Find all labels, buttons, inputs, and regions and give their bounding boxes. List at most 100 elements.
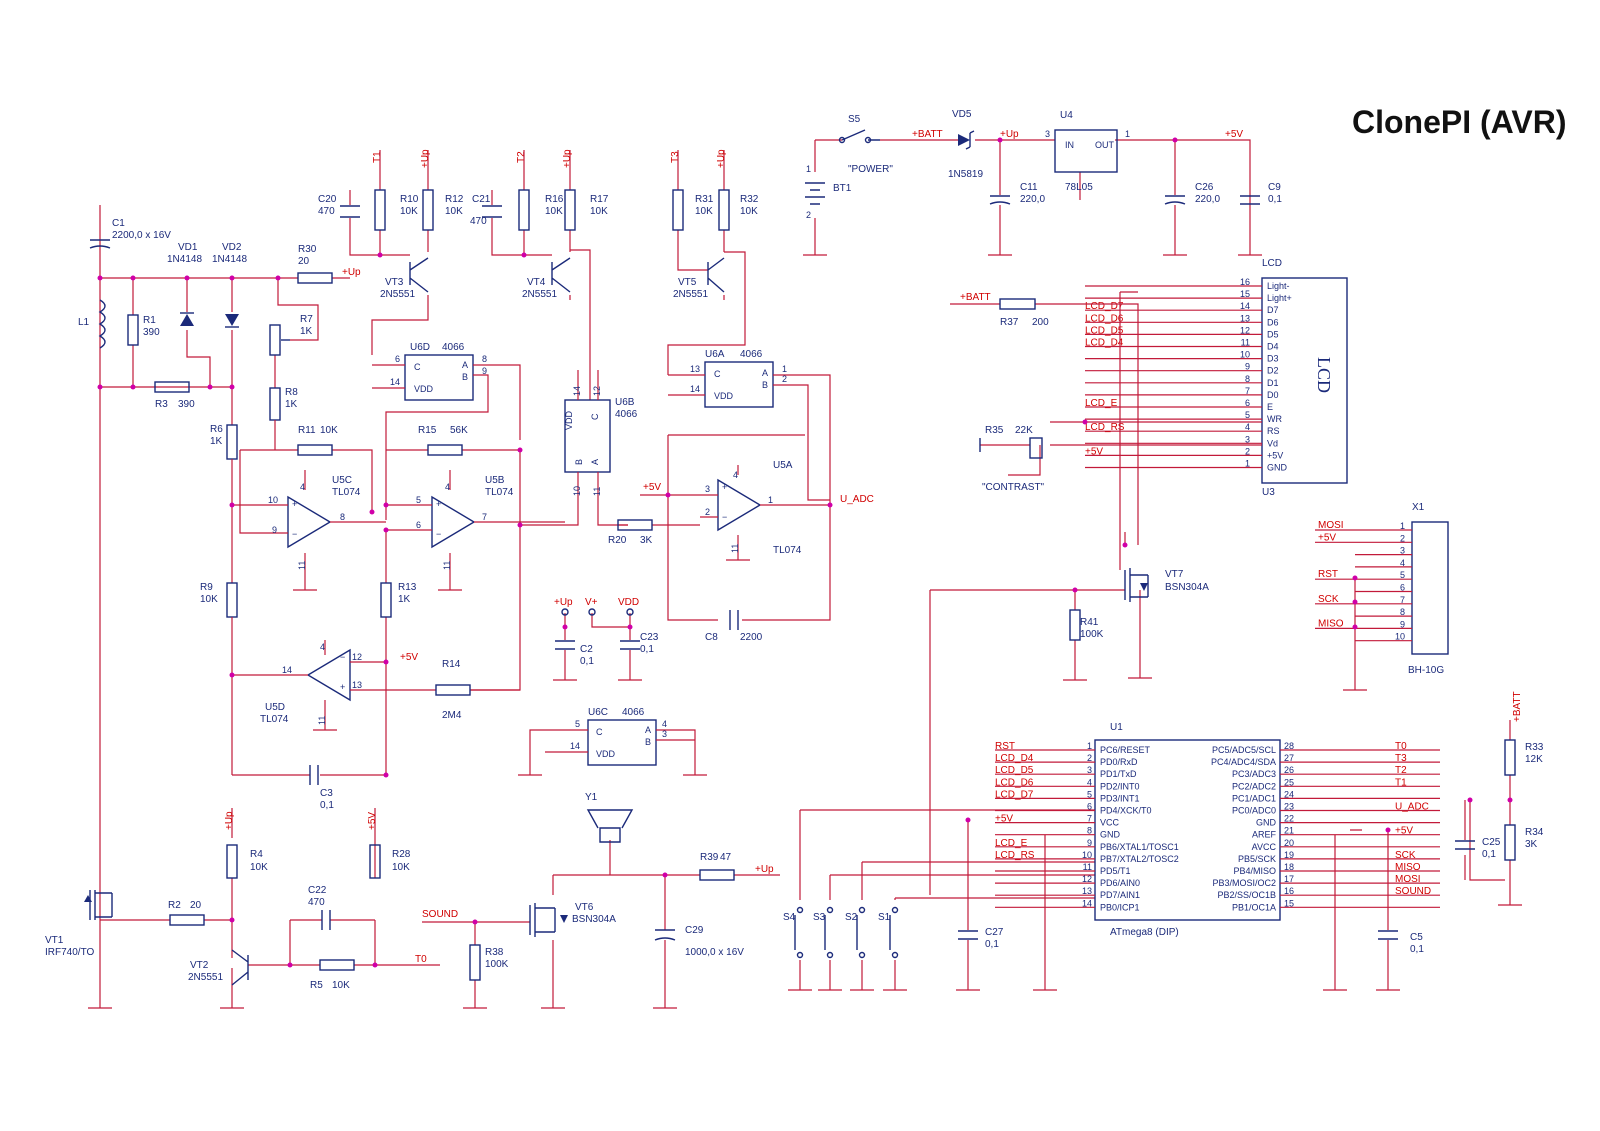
svg-text:0,1: 0,1 [320, 800, 334, 811]
svg-text:T3: T3 [670, 151, 681, 163]
lcd-pin-number: 16 [1240, 277, 1250, 287]
junction-dot [229, 917, 235, 923]
junction-dots [97, 137, 1513, 968]
lcd-pin-name: WR [1267, 414, 1282, 424]
svg-text:"CONTRAST": "CONTRAST" [982, 482, 1045, 493]
svg-text:13: 13 [690, 364, 700, 374]
x1-pin-number: 9 [1400, 619, 1405, 629]
svg-text:1N5819: 1N5819 [948, 169, 983, 180]
svg-text:100K: 100K [485, 959, 509, 970]
svg-text:5: 5 [575, 719, 580, 729]
u1-left-pin-number: 8 [1087, 826, 1092, 836]
svg-text:14: 14 [572, 386, 582, 396]
svg-text:10K: 10K [740, 206, 758, 217]
junction-dot [662, 872, 668, 878]
power-supply: S5 "POWER" BT1 1 2 +BATT VD5 1N5819 +Up … [805, 109, 1282, 255]
svg-text:−: − [340, 652, 345, 662]
lcd-pin-number: 5 [1245, 410, 1250, 420]
svg-text:390: 390 [178, 399, 195, 410]
svg-text:C9: C9 [1268, 182, 1281, 193]
u1-left-pin-name: PD1/TxD [1100, 769, 1137, 779]
svg-text:3K: 3K [1525, 839, 1538, 850]
junction-dot [97, 275, 103, 281]
u1-left-pin-name: PB6/XTAL1/TOSC1 [1100, 842, 1179, 852]
svg-text:B: B [462, 372, 468, 382]
u1-right-pin-name: AREF [1252, 830, 1277, 840]
svg-text:+BATT: +BATT [912, 129, 943, 140]
u6c-switch: U6C 4066 C VDD A B 5 14 4 3 [529, 707, 696, 775]
svg-text:TL074: TL074 [773, 545, 802, 556]
u1-right-pin-number: 24 [1284, 789, 1294, 799]
svg-text:4066: 4066 [442, 342, 465, 353]
svg-text:4: 4 [445, 482, 450, 492]
u1-right-net-label: +5V [1395, 826, 1413, 837]
lcd-pin-name: D3 [1267, 354, 1279, 364]
svg-text:VT5: VT5 [678, 277, 697, 288]
svg-text:470: 470 [470, 216, 487, 227]
junction-dot [369, 509, 375, 515]
svg-text:+Up: +Up [562, 149, 573, 168]
svg-text:U5C: U5C [332, 475, 352, 486]
svg-text:9: 9 [482, 366, 487, 376]
vd2-diode: VD2 1N4148 [212, 242, 247, 425]
svg-text:390: 390 [143, 327, 160, 338]
svg-text:9: 9 [272, 525, 277, 535]
svg-text:+5V: +5V [400, 652, 418, 663]
u1-left-net-label: LCD_D4 [995, 753, 1034, 764]
svg-text:U6C: U6C [588, 707, 608, 718]
sound-section: SOUND R38 100K VT6 BSN304A Y1 R39 47 +Up… [422, 792, 780, 1008]
u1-left-net-label: +5V [995, 814, 1013, 825]
svg-text:R14: R14 [442, 659, 461, 670]
u1-left-net-label: LCD_D7 [995, 789, 1034, 800]
svg-text:ATmega8 (DIP): ATmega8 (DIP) [1110, 927, 1179, 938]
lcd-pin-number: 10 [1240, 350, 1250, 360]
u1-right-net-label: MISO [1395, 862, 1421, 873]
svg-text:1N4148: 1N4148 [212, 254, 247, 265]
svg-text:1: 1 [806, 164, 811, 174]
junction-dot [377, 252, 383, 258]
svg-text:220,0: 220,0 [1020, 194, 1045, 205]
svg-text:+Up: +Up [224, 811, 235, 830]
u1-left-pin-number: 13 [1082, 886, 1092, 896]
svg-text:R30: R30 [298, 244, 317, 255]
r11-resistor: R11 10K [240, 425, 373, 512]
svg-text:1N4148: 1N4148 [167, 254, 202, 265]
lcd-pin-number: 14 [1240, 301, 1250, 311]
svg-text:R39: R39 [700, 852, 719, 863]
r3-resistor: R3 390 [154, 381, 195, 410]
driver-vt4: T2 +Up C21 470 R16 10K R17 10K VT4 2N555… [470, 149, 609, 400]
svg-text:2200,0 x 16V: 2200,0 x 16V [112, 230, 171, 241]
lcd-pin-number: 15 [1240, 289, 1250, 299]
junction-dot [517, 522, 523, 528]
svg-text:VT1: VT1 [45, 935, 64, 946]
u1-left-net-label: LCD_D5 [995, 765, 1034, 776]
svg-text:10K: 10K [545, 206, 563, 217]
lcd-pin-name: E [1267, 402, 1273, 412]
svg-text:R7: R7 [300, 314, 313, 325]
svg-text:10K: 10K [250, 862, 268, 873]
svg-text:+: + [340, 682, 345, 692]
junction-dot [287, 962, 293, 968]
lcd-pin-name: D0 [1267, 390, 1279, 400]
svg-text:S2: S2 [845, 912, 858, 923]
junction-dot [1172, 137, 1178, 143]
svg-text:10K: 10K [400, 206, 418, 217]
u1-right-net-label: T3 [1395, 753, 1407, 764]
svg-text:0,1: 0,1 [580, 656, 594, 667]
svg-text:A: A [762, 368, 768, 378]
svg-text:R10: R10 [400, 194, 419, 205]
u1-left-pin-number: 1 [1087, 741, 1092, 751]
u5a-opamp: +− +5V U5A TL074 U_ADC 3 2 1 4 11 [640, 435, 874, 621]
u1-left-pin-name: PD7/AIN1 [1100, 890, 1140, 900]
svg-text:B: B [645, 737, 651, 747]
junction-dot [517, 447, 523, 453]
junction-dot [229, 275, 235, 281]
lcd-pin-number: 2 [1245, 446, 1250, 456]
svg-text:S4: S4 [783, 912, 796, 923]
junction-dot [1352, 599, 1358, 605]
u1-left-pin-name: PD2/INT0 [1100, 781, 1140, 791]
svg-text:4066: 4066 [740, 349, 763, 360]
x1-net-label: SCK [1318, 594, 1339, 605]
lcd-pin-name: D4 [1267, 342, 1279, 352]
svg-text:VT4: VT4 [527, 277, 546, 288]
